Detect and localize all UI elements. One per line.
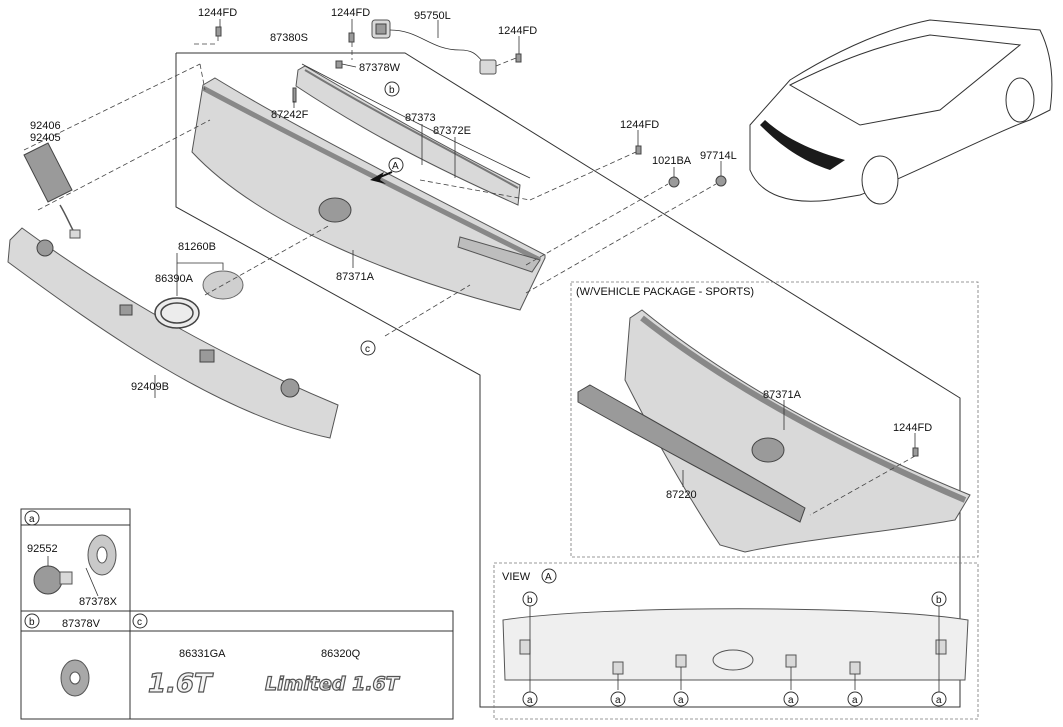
label-95750l: 95750L xyxy=(414,10,451,22)
label-81260b: 81260B xyxy=(178,241,216,253)
svg-text:c: c xyxy=(137,617,142,628)
callout-c-box: c xyxy=(132,613,148,629)
main-assembly-outline xyxy=(175,52,961,708)
sports-package-box xyxy=(570,281,979,558)
lamp-socket-92552 xyxy=(33,565,73,595)
svg-text:A: A xyxy=(392,161,399,172)
fastener-1244fd-top-mid xyxy=(348,32,355,43)
emblem-16t: 1.6T xyxy=(148,669,214,699)
view-a-box xyxy=(493,562,979,720)
label-view-title: VIEW xyxy=(502,571,531,583)
svg-text:a: a xyxy=(936,695,942,706)
label-1244fd-right: 1244FD xyxy=(620,119,659,131)
label-1244fd-sports: 1244FD xyxy=(893,422,932,434)
callout-b-view-left: b xyxy=(522,591,538,607)
seal-87378x xyxy=(87,534,117,576)
garnish-strip-87373 xyxy=(295,65,521,206)
label-92409b: 92409B xyxy=(131,381,169,393)
label-1244fd-top-right: 1244FD xyxy=(498,25,537,37)
label-87373: 87373 xyxy=(405,112,436,124)
svg-text:a: a xyxy=(527,695,533,706)
callout-a-view-5: a xyxy=(847,691,863,707)
garnish-87371a xyxy=(191,77,546,311)
callout-a-box: a xyxy=(24,510,40,526)
svg-text:a: a xyxy=(615,695,621,706)
nut-1021ba xyxy=(668,176,680,188)
label-87380s: 87380S xyxy=(270,32,308,44)
callout-c-main: c xyxy=(360,340,376,356)
view-a-garnish-back xyxy=(502,608,969,681)
fastener-1244fd-right xyxy=(635,145,642,155)
callout-a-view-3: a xyxy=(673,691,689,707)
seal-87378v xyxy=(60,659,90,697)
svg-text:b: b xyxy=(389,85,395,96)
garnish-87371a-sports xyxy=(624,309,971,553)
label-92552: 92552 xyxy=(27,543,58,555)
label-92405: 92405 xyxy=(30,132,61,144)
detail-box-c xyxy=(129,610,454,720)
lamp-bracket-92406 xyxy=(23,142,81,239)
connector-harness-95750l xyxy=(371,19,497,75)
label-92406: 92406 xyxy=(30,120,61,132)
callout-b-view-right: b xyxy=(931,591,947,607)
label-87378x: 87378X xyxy=(79,596,118,608)
label-87371a: 87371A xyxy=(336,271,375,283)
license-lamp-assembly-92409b xyxy=(7,227,339,439)
label-87242f: 87242F xyxy=(271,109,309,121)
label-97714l: 97714L xyxy=(700,150,737,162)
label-1244fd-top-mid: 1244FD xyxy=(331,7,370,19)
callout-b-box: b xyxy=(24,613,40,629)
label-87220: 87220 xyxy=(666,489,697,501)
svg-text:A: A xyxy=(545,572,552,583)
bolt-87378w xyxy=(335,60,343,69)
nut-97714l xyxy=(715,175,727,187)
callout-a-view-6: a xyxy=(931,691,947,707)
fastener-1244fd-top-right xyxy=(515,53,522,63)
callout-view-a-title: A xyxy=(541,568,557,584)
svg-text:b: b xyxy=(527,595,533,606)
emblem-86390a xyxy=(154,297,200,329)
fastener-1244fd-top-left xyxy=(215,26,222,37)
pin-87242f xyxy=(292,87,297,103)
callout-view-a-main: A xyxy=(388,157,404,173)
label-1021ba: 1021BA xyxy=(652,155,692,167)
svg-text:a: a xyxy=(678,695,684,706)
callout-b-main: b xyxy=(384,81,400,97)
label-87378w: 87378W xyxy=(359,62,401,74)
label-package-title: (W/VEHICLE PACKAGE - SPORTS) xyxy=(576,286,754,298)
callout-a-view-1: a xyxy=(522,691,538,707)
callout-a-view-4: a xyxy=(783,691,799,707)
spoiler-87220 xyxy=(577,384,806,523)
svg-text:b: b xyxy=(936,595,942,606)
label-1244fd-top-left: 1244FD xyxy=(198,7,237,19)
svg-text:a: a xyxy=(852,695,858,706)
view-a-arrow xyxy=(370,171,393,184)
svg-text:a: a xyxy=(788,695,794,706)
callout-a-view-2: a xyxy=(610,691,626,707)
svg-text:c: c xyxy=(365,344,370,355)
label-86390a: 86390A xyxy=(155,273,194,285)
label-86331ga: 86331GA xyxy=(179,648,226,660)
label-87371a-sports: 87371A xyxy=(763,389,802,401)
label-86320q: 86320Q xyxy=(321,648,361,660)
emblem-limited-16t: Limited 1.6T xyxy=(265,673,401,695)
label-87372e: 87372E xyxy=(433,125,471,137)
label-87378v: 87378V xyxy=(62,618,101,630)
svg-text:b: b xyxy=(29,617,35,628)
vehicle-rear-illustration xyxy=(749,19,1053,205)
fastener-1244fd-sports xyxy=(912,447,919,457)
svg-text:a: a xyxy=(29,514,35,525)
